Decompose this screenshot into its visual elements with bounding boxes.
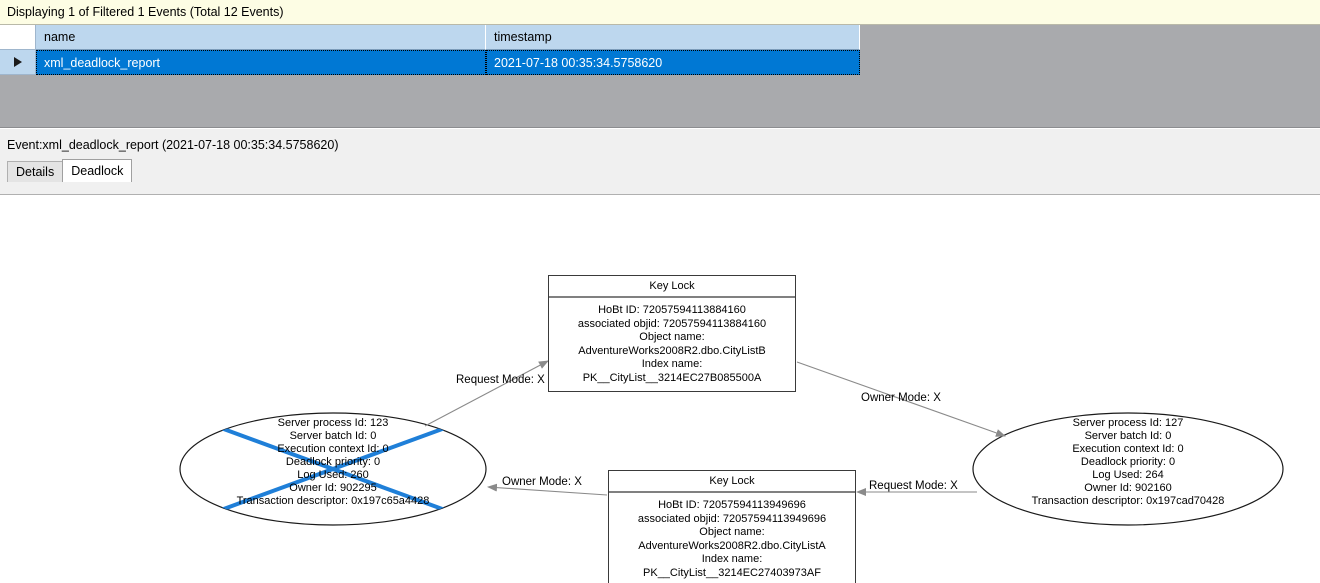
- status-banner-text: Displaying 1 of Filtered 1 Events (Total…: [7, 5, 284, 19]
- deadlock-graph-canvas[interactable]: Key Lock HoBt ID: 72057594113884160 asso…: [0, 194, 1320, 583]
- key-lock-bottom-title: Key Lock: [609, 471, 855, 493]
- cell-timestamp[interactable]: 2021-07-18 00:35:34.5758620: [486, 50, 860, 75]
- key-lock-bottom-hobt: HoBt ID: 72057594113949696: [658, 499, 806, 511]
- key-lock-bottom-objectname: Object name: AdventureWorks2008R2.dbo.Ci…: [638, 526, 826, 552]
- key-lock-node-bottom[interactable]: Key Lock HoBt ID: 72057594113949696 asso…: [608, 470, 856, 583]
- edge-label-owner-top-right: Owner Mode: X: [861, 392, 941, 404]
- row-current-arrow-icon: [13, 57, 22, 67]
- column-header-name[interactable]: name: [36, 25, 486, 50]
- key-lock-top-indexname: Index name: PK__CityList__3214EC27B08550…: [582, 358, 762, 384]
- key-lock-bottom-objid: associated objid: 72057594113949696: [637, 512, 827, 525]
- key-lock-top-objid: associated objid: 72057594113884160: [577, 317, 767, 330]
- edge-label-owner-bottom-left: Owner Mode: X: [502, 476, 582, 488]
- edge-owner-bottom-left: [487, 483, 608, 496]
- key-lock-top-body: HoBt ID: 72057594113884160 associated ob…: [549, 298, 795, 391]
- deadlock-graph-svg: [179, 360, 1284, 526]
- deadlock-victim-cross-icon: [180, 413, 486, 525]
- key-lock-top-hobt: HoBt ID: 72057594113884160: [598, 304, 746, 316]
- tab-deadlock[interactable]: Deadlock: [62, 159, 133, 182]
- grid-header-row: name timestamp: [0, 25, 1320, 50]
- process-node-right-ellipse[interactable]: [972, 412, 1284, 526]
- cell-name[interactable]: xml_deadlock_report: [36, 50, 486, 75]
- column-header-timestamp[interactable]: timestamp: [486, 25, 860, 50]
- tab-strip: Details Deadlock: [0, 159, 1320, 182]
- edge-owner-top-right: [796, 361, 1006, 437]
- edge-label-request-left-top: Request Mode: X: [456, 374, 545, 386]
- key-lock-top-title: Key Lock: [549, 276, 795, 298]
- grid-corner-cell: [0, 25, 36, 50]
- events-grid[interactable]: name timestamp xml_deadlock_report 2021-…: [0, 25, 1320, 128]
- page-title: Event:xml_deadlock_report (2021-07-18 00…: [7, 138, 339, 152]
- key-lock-bottom-indexname: Index name: PK__CityList__3214EC27403973…: [643, 553, 821, 579]
- key-lock-bottom-body: HoBt ID: 72057594113949696 associated ob…: [609, 493, 855, 583]
- edge-label-request-right-bottom: Request Mode: X: [869, 480, 958, 492]
- row-selector-cell[interactable]: [0, 50, 36, 75]
- table-row[interactable]: xml_deadlock_report 2021-07-18 00:35:34.…: [0, 50, 1320, 75]
- edge-request-left-top: [424, 360, 549, 427]
- tab-details[interactable]: Details: [7, 161, 64, 182]
- status-banner: Displaying 1 of Filtered 1 Events (Total…: [0, 0, 1320, 25]
- key-lock-top-objectname: Object name: AdventureWorks2008R2.dbo.Ci…: [578, 331, 766, 357]
- key-lock-node-top[interactable]: Key Lock HoBt ID: 72057594113884160 asso…: [548, 275, 796, 392]
